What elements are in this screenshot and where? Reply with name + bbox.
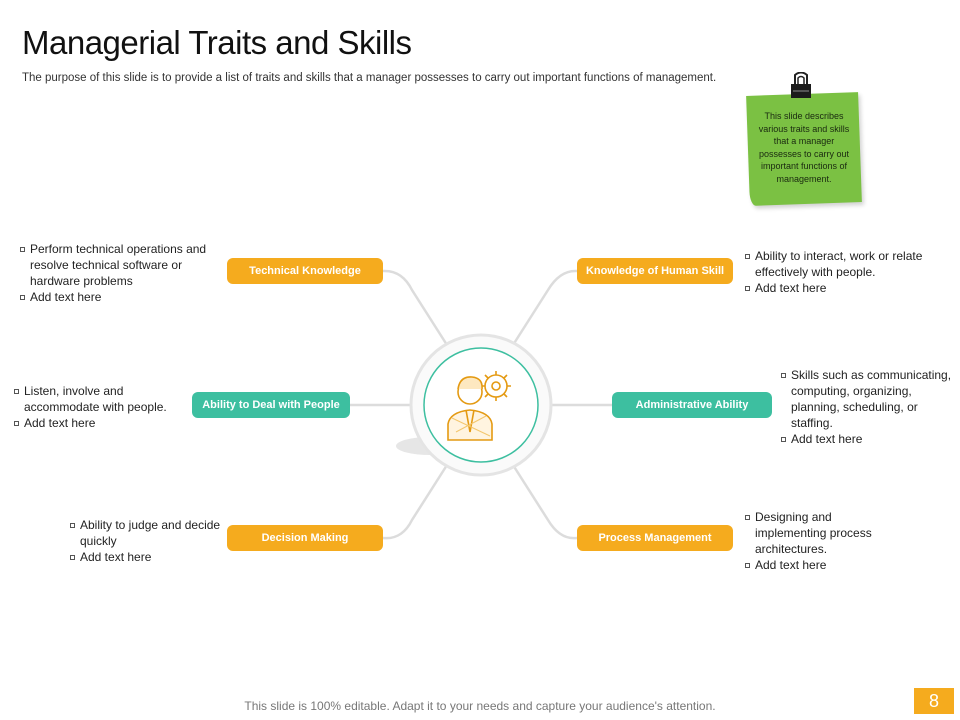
bullets-admin: Skills such as communicating, computing,… [781,367,953,447]
node-administrative-ability: Administrative Ability [612,392,772,418]
manager-with-gears-icon [447,371,511,441]
node-decision-making: Decision Making [227,525,383,551]
slide-subtitle: The purpose of this slide is to provide … [22,72,717,84]
inner-ring [423,347,539,463]
bullets-human: Ability to interact, work or relate effe… [745,248,935,296]
bullets-people: Listen, involve and accommodate with peo… [14,383,184,431]
bullets-decision: Ability to judge and decide quickly Add … [70,517,230,565]
connector-human [511,269,579,347]
bullet-item: Add text here [745,557,905,573]
bullet-item: Add text here [14,415,184,431]
connector-technical [381,269,449,347]
bullets-technical: Perform technical operations and resolve… [20,241,220,305]
node-human-skill: Knowledge of Human Skill [577,258,733,284]
bullets-process: Designing and implementing process archi… [745,509,905,573]
node-deal-with-people: Ability to Deal with People [192,392,350,418]
bullet-item: Perform technical operations and resolve… [20,241,220,289]
bullet-item: Add text here [20,289,220,305]
connector-decision [381,463,449,540]
bullet-item: Add text here [781,431,953,447]
bullet-item: Ability to judge and decide quickly [70,517,230,549]
bullet-item: Ability to interact, work or relate effe… [745,248,935,280]
slide-footer: This slide is 100% editable. Adapt it to… [244,699,716,713]
bullet-item: Skills such as communicating, computing,… [781,367,953,431]
slide-title: Managerial Traits and Skills [22,24,412,61]
bullet-item: Designing and implementing process archi… [745,509,905,557]
sticky-note-text: This slide describes various traits and … [758,111,850,184]
bullet-item: Add text here [70,549,230,565]
page-number: 8 [914,688,954,714]
bullet-item: Add text here [745,280,935,296]
connector-process [511,463,579,540]
node-process-management: Process Management [577,525,733,551]
node-technical-knowledge: Technical Knowledge [227,258,383,284]
binder-clip-icon [791,72,811,98]
bullet-item: Listen, involve and accommodate with peo… [14,383,184,415]
